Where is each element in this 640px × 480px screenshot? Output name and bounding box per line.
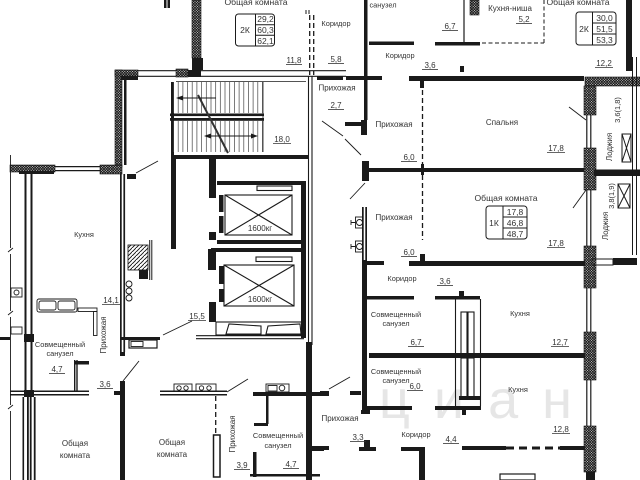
svg-text:3,9: 3,9 — [236, 461, 248, 470]
svg-text:Общая комната: Общая комната — [475, 193, 538, 203]
svg-text:12,8: 12,8 — [553, 425, 569, 434]
svg-text:3,6: 3,6 — [424, 61, 436, 70]
svg-text:12,7: 12,7 — [552, 338, 568, 347]
svg-text:Совмещенный: Совмещенный — [371, 310, 421, 319]
svg-text:Коридор: Коридор — [385, 51, 414, 60]
svg-text:циан: циан — [379, 370, 596, 430]
svg-text:Кухня: Кухня — [74, 230, 94, 239]
svg-text:Лоджия: Лоджия — [601, 212, 610, 240]
svg-text:60,3: 60,3 — [257, 25, 274, 35]
svg-text:Кухня-ниша: Кухня-ниша — [488, 4, 532, 13]
svg-text:Лоджия: Лоджия — [605, 133, 614, 161]
svg-text:6,0: 6,0 — [409, 382, 421, 391]
svg-text:11,8: 11,8 — [287, 56, 303, 65]
svg-text:комната: комната — [157, 450, 188, 459]
svg-text:6,7: 6,7 — [410, 338, 422, 347]
svg-text:Прихожая: Прихожая — [228, 415, 237, 452]
svg-text:3,6: 3,6 — [439, 277, 451, 286]
svg-text:Кухня: Кухня — [510, 309, 530, 318]
svg-text:15,5: 15,5 — [189, 312, 205, 321]
svg-text:Совмещенный: Совмещенный — [371, 367, 421, 376]
svg-text:Прихожая: Прихожая — [318, 84, 355, 93]
svg-text:Совмещенный: Совмещенный — [35, 340, 85, 349]
svg-text:3,3: 3,3 — [352, 433, 364, 442]
svg-text:53,3: 53,3 — [596, 35, 613, 45]
svg-text:4,4: 4,4 — [445, 435, 457, 444]
svg-text:санузел: санузел — [382, 319, 409, 328]
svg-text:Прихожая: Прихожая — [375, 213, 412, 222]
svg-text:Коридор: Коридор — [321, 19, 350, 28]
svg-text:Кухня: Кухня — [508, 385, 528, 394]
svg-text:17,8: 17,8 — [548, 144, 564, 153]
svg-text:3,6(1,8): 3,6(1,8) — [613, 97, 622, 123]
svg-text:18,0: 18,0 — [274, 135, 290, 144]
svg-text:2К: 2К — [579, 24, 589, 34]
svg-text:17,8: 17,8 — [507, 207, 524, 217]
svg-text:Коридор: Коридор — [387, 274, 416, 283]
svg-text:12,2: 12,2 — [596, 59, 612, 68]
svg-text:комната: комната — [60, 451, 91, 460]
svg-text:санузел: санузел — [264, 441, 291, 450]
svg-text:4,7: 4,7 — [51, 365, 63, 374]
svg-text:Совмещенный: Совмещенный — [253, 431, 303, 440]
svg-text:6,0: 6,0 — [403, 248, 415, 257]
svg-text:3,6: 3,6 — [99, 380, 111, 389]
svg-text:2К: 2К — [240, 25, 250, 35]
svg-text:Общая: Общая — [62, 439, 88, 448]
svg-text:6,7: 6,7 — [444, 22, 456, 31]
svg-text:1К: 1К — [489, 218, 499, 228]
svg-text:17,8: 17,8 — [548, 239, 564, 248]
svg-text:6,0: 6,0 — [403, 153, 415, 162]
svg-text:5,8: 5,8 — [330, 55, 342, 64]
svg-text:Коридор: Коридор — [401, 430, 430, 439]
svg-text:Общая: Общая — [159, 438, 185, 447]
svg-text:62,1: 62,1 — [257, 36, 274, 46]
svg-text:санузел: санузел — [382, 376, 409, 385]
svg-text:48,7: 48,7 — [507, 229, 524, 239]
svg-text:1600кг: 1600кг — [248, 295, 272, 304]
svg-text:46,8: 46,8 — [507, 218, 524, 228]
svg-text:3,8(1,9): 3,8(1,9) — [607, 183, 616, 209]
svg-text:санузел: санузел — [369, 1, 396, 10]
svg-text:4,7: 4,7 — [285, 460, 297, 469]
svg-text:Прихожая: Прихожая — [321, 414, 358, 423]
svg-text:Прихожая: Прихожая — [375, 120, 412, 129]
svg-text:30,0: 30,0 — [596, 13, 613, 23]
svg-text:1600кг: 1600кг — [248, 224, 272, 233]
svg-text:2,7: 2,7 — [330, 101, 342, 110]
svg-text:51,5: 51,5 — [596, 24, 613, 34]
svg-text:14,1: 14,1 — [103, 296, 119, 305]
svg-text:29,2: 29,2 — [257, 14, 274, 24]
svg-text:Общая комната: Общая комната — [225, 0, 288, 7]
svg-text:Спальня: Спальня — [486, 118, 518, 127]
svg-text:5,2: 5,2 — [518, 15, 530, 24]
svg-text:Прихожая: Прихожая — [99, 316, 108, 353]
svg-text:санузел: санузел — [46, 349, 73, 358]
svg-text:Общая комната: Общая комната — [547, 0, 610, 7]
